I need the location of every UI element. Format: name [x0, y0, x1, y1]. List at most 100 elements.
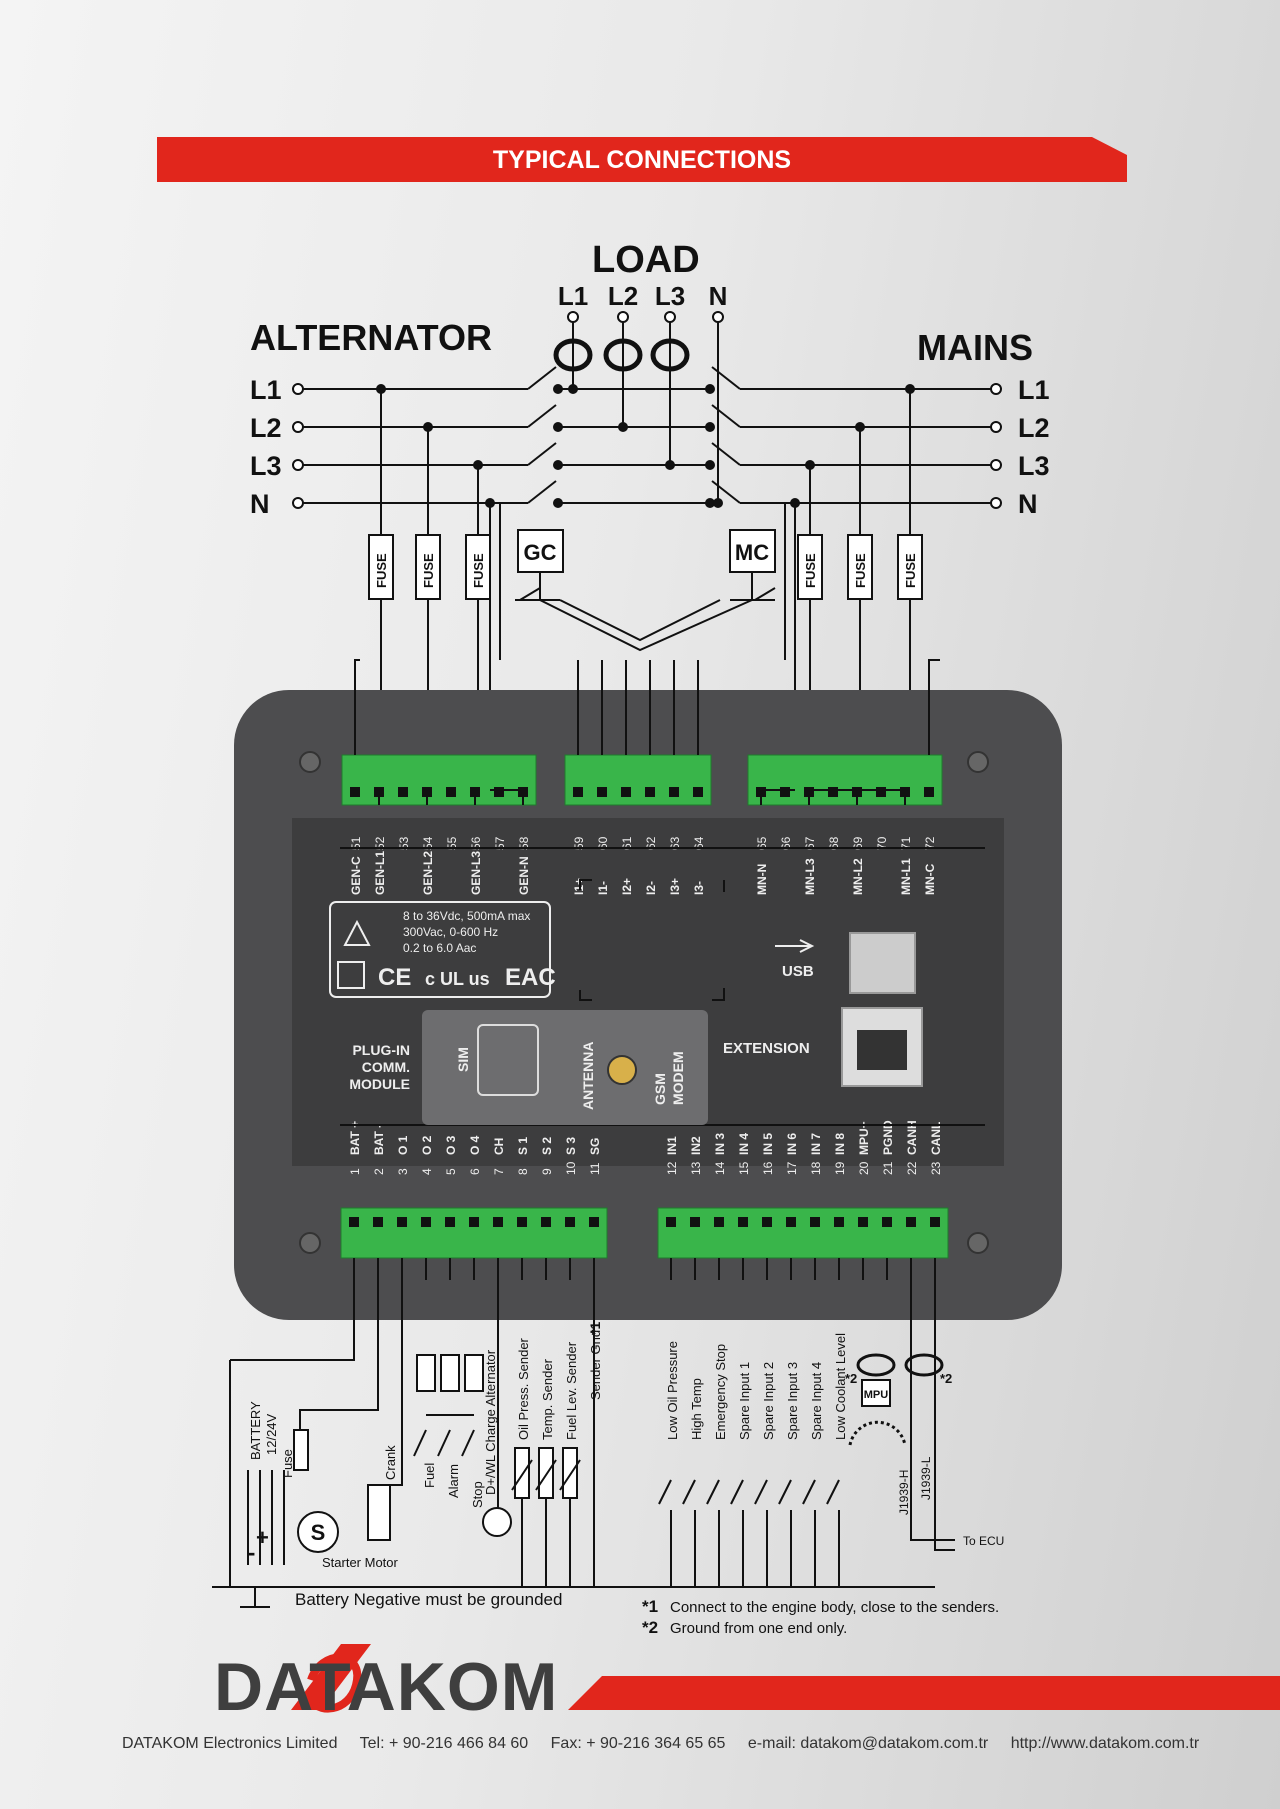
fuse-label: FUSE [853, 553, 868, 588]
ground-feed-wire [928, 659, 940, 755]
terminal-number: 16 [761, 1161, 775, 1175]
sim-card-icon [477, 1024, 539, 1096]
terminal-label: GEN-L2 [421, 851, 435, 895]
load-terminal-ring [617, 311, 629, 323]
terminal-label: MN-L1 [899, 858, 913, 895]
input-switch [730, 1479, 744, 1505]
load-title: LOAD [592, 239, 700, 281]
mc-contact [711, 366, 741, 390]
telephone: Tel: + 90-216 466 84 60 [359, 1735, 529, 1752]
starter-symbol: S [311, 1520, 326, 1545]
website[interactable]: http://www.datakom.com.tr [1010, 1735, 1200, 1752]
terminal-number: 72 [923, 836, 937, 850]
gsm-label: GSM [652, 1073, 668, 1105]
terminal-number: 52 [373, 836, 387, 850]
terminal-label: MN-N [755, 864, 769, 895]
alternator-phase-label: N [250, 489, 270, 519]
terminal-screw [669, 787, 679, 797]
sim-label: SIM [455, 1047, 471, 1072]
terminal-number: 14 [713, 1161, 727, 1175]
top-terminal-block [747, 754, 943, 806]
load-terminal-ring [567, 311, 579, 323]
input-switch [778, 1479, 792, 1505]
relay-label: Alarm [446, 1464, 461, 1498]
crank-relay [367, 1484, 391, 1541]
mains-terminal [990, 459, 1002, 471]
usb-port [849, 932, 916, 994]
input-switch [802, 1479, 816, 1505]
relay-label: Fuel [422, 1463, 437, 1488]
gc-contact [527, 480, 557, 504]
terminal-screw [762, 1217, 772, 1227]
sender-arrow [559, 1459, 581, 1491]
terminal-screw [398, 787, 408, 797]
terminal-screw [373, 1217, 383, 1227]
footer-accent-bar [568, 1676, 1280, 1710]
terminal-label: I2+ [620, 878, 634, 895]
terminal-feed-wire [378, 789, 381, 805]
terminal-screw [858, 1217, 868, 1227]
fuse [847, 534, 873, 600]
top-terminal-block [564, 754, 712, 806]
terminal-screw [349, 1217, 359, 1227]
plugin-label: PLUG-IN [352, 1042, 410, 1058]
antenna-label: ANTENNA [580, 1042, 596, 1110]
warning-icon [343, 919, 371, 946]
terminal-screw [597, 787, 607, 797]
fuse [897, 534, 923, 600]
terminal-number: 58 [517, 836, 531, 850]
terminal-label: I2- [644, 881, 658, 895]
title-banner: TYPICAL CONNECTIONS [157, 137, 1127, 182]
terminal-screw [834, 1217, 844, 1227]
mains-phase-label: L3 [1018, 451, 1050, 481]
terminal-label: O 2 [420, 1135, 434, 1155]
terminal-label: IN1 [665, 1136, 679, 1155]
terminal-screw [786, 1217, 796, 1227]
alternator-terminal [292, 383, 304, 395]
input-switch [826, 1479, 840, 1505]
note-text: Ground from one end only. [670, 1620, 847, 1637]
email[interactable]: e-mail: datakom@datakom.com.tr [747, 1735, 989, 1752]
terminal-number: 6 [468, 1168, 482, 1175]
terminal-number: 10 [564, 1161, 578, 1175]
mc-contact [711, 442, 741, 466]
usb-icon [775, 939, 815, 953]
gc-label: GC [524, 540, 557, 565]
sender-arrow [511, 1459, 533, 1491]
relay-contact [413, 1429, 427, 1457]
terminal-screw [493, 1217, 503, 1227]
current-transformer [603, 338, 643, 372]
terminal-label: GEN-N [517, 856, 531, 895]
current-transformer [553, 338, 593, 372]
terminal-number: 2 [372, 1168, 386, 1175]
display-bracket [579, 879, 725, 1001]
terminal-label: MN-L2 [851, 858, 865, 895]
mains-terminal [990, 497, 1002, 509]
terminal-number: 56 [469, 836, 483, 850]
terminal-number: 57 [493, 836, 507, 850]
plugin-label: MODULE [349, 1076, 410, 1092]
output-fuse [416, 1354, 436, 1392]
sender-resistor [514, 1447, 530, 1499]
mains-terminal [990, 421, 1002, 433]
load-terminal-ring [664, 311, 676, 323]
terminal-screw [738, 1217, 748, 1227]
terminal-number: 7 [492, 1168, 506, 1175]
terminal-number: 17 [785, 1161, 799, 1175]
terminal-number: 12 [665, 1161, 679, 1175]
mount-screw-icon [967, 1232, 989, 1254]
terminal-number: 5 [444, 1168, 458, 1175]
digital-input-label: Spare Input 1 [737, 1362, 752, 1440]
battery-plus: + [256, 1525, 269, 1550]
terminal-label: O 4 [468, 1135, 482, 1155]
terminal-label: PGND [881, 1120, 895, 1155]
terminal-feed-wire [760, 789, 795, 805]
terminal-label: IN 4 [737, 1133, 751, 1155]
terminal-feed-wire [490, 789, 524, 805]
usb-label: USB [782, 963, 814, 980]
mount-screw-icon [299, 751, 321, 773]
terminal-screw [930, 1217, 940, 1227]
alternator-terminal [292, 459, 304, 471]
load-terminal-label: L1 [558, 281, 588, 311]
